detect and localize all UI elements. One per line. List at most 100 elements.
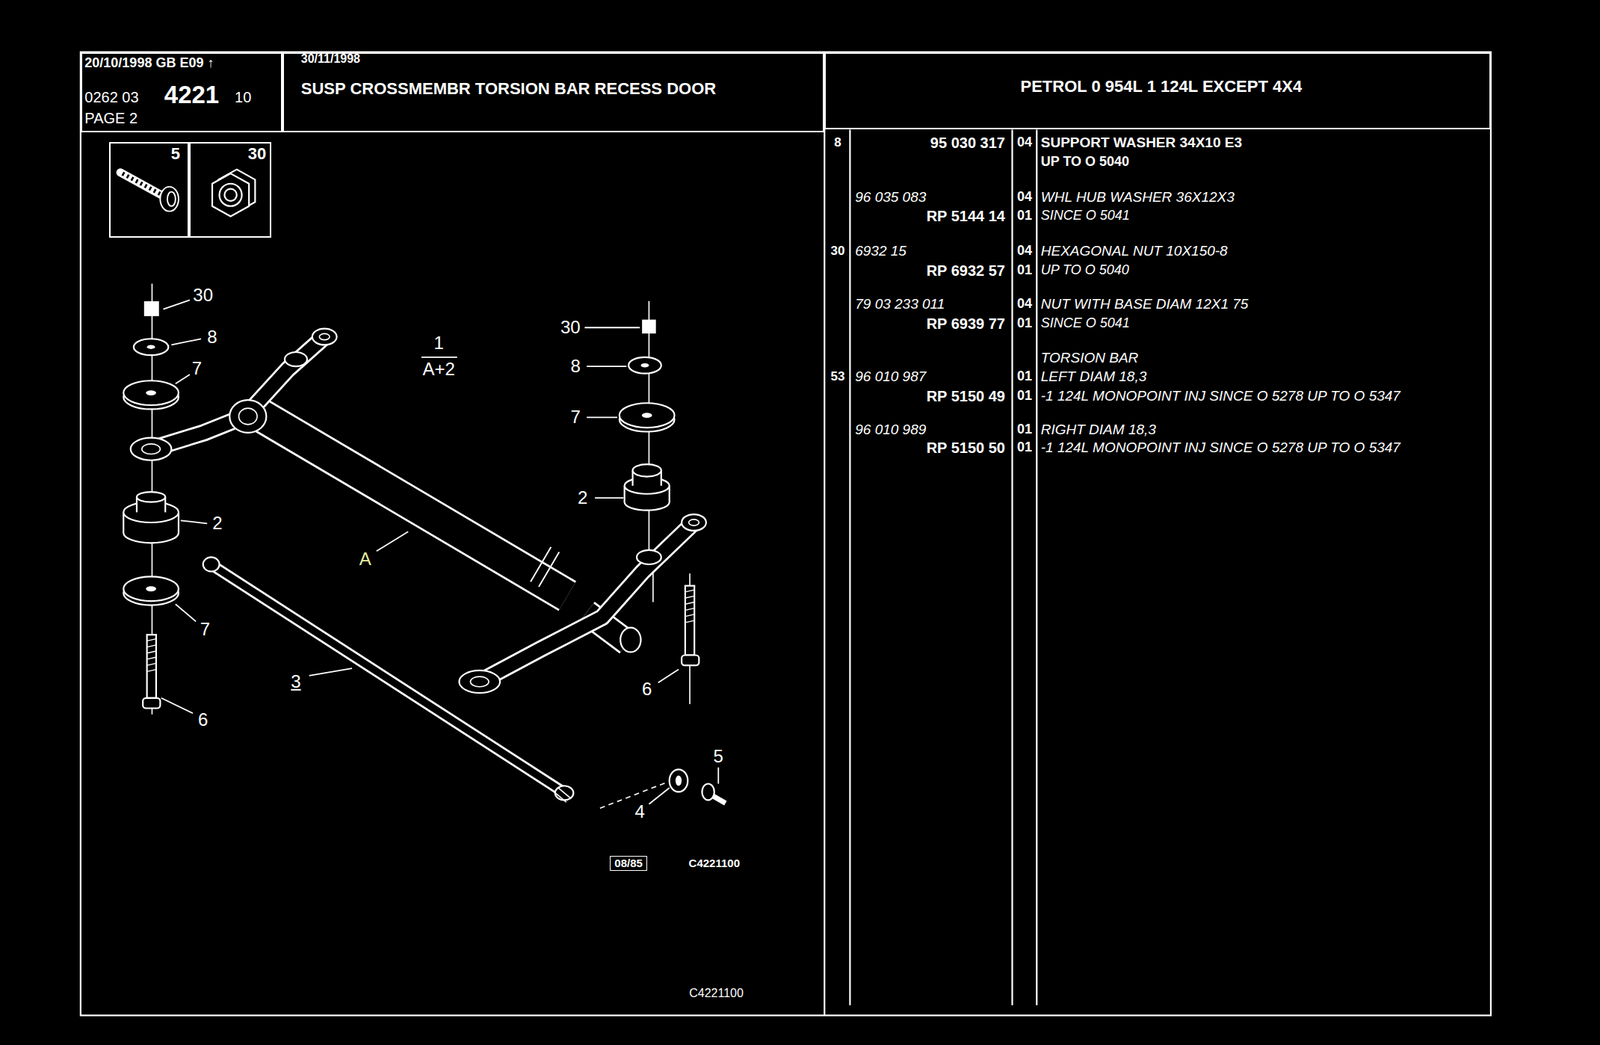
quantity: 04: [1017, 135, 1033, 151]
icon-nut: [212, 173, 249, 216]
leader-line: [586, 365, 627, 367]
callout-letter: A: [357, 549, 373, 569]
leader-line: [161, 299, 719, 804]
node-text: 30: [248, 144, 267, 163]
part-description: NUT WITH BASE DIAM 12X1 75: [1041, 295, 1249, 312]
node-text: 0262 03: [84, 88, 139, 106]
part-number: RP 5150 49: [926, 387, 1006, 405]
part-number: RP 6932 57: [926, 262, 1006, 279]
callout-number: 6: [196, 709, 210, 729]
torsion-bar: [203, 556, 574, 802]
part-number: 95 030 317: [930, 134, 1006, 151]
sheet-frame: [1011, 129, 1013, 1005]
crossmember-tube: [261, 415, 568, 597]
left-trailing-arm: [130, 437, 172, 461]
quantity: 01: [1017, 209, 1033, 225]
part-description: LEFT DIAM 18,3: [1041, 368, 1148, 385]
part-index: 30: [831, 244, 846, 259]
leader-line: [309, 668, 352, 676]
crossmember-tube: [261, 415, 568, 597]
left-mount-parts: [133, 338, 169, 355]
callout-number: 7: [190, 358, 204, 379]
torsion-bar: [209, 563, 567, 795]
leader-line: [161, 697, 193, 713]
node-text: 5: [171, 144, 181, 163]
part-number: 79 03 233 011: [854, 295, 945, 312]
left-mount-parts: [144, 301, 159, 316]
leader-line: [376, 531, 409, 551]
icon-nut: [224, 189, 237, 202]
sheet-frame: [1035, 129, 1038, 1005]
callout-number: 3: [289, 671, 302, 692]
part-description: HEXAGONAL NUT 10X150-8: [1041, 242, 1228, 259]
left-mount-parts: [145, 585, 157, 592]
right-trailing-arm: [479, 522, 695, 682]
right-mount-parts: [675, 775, 682, 787]
icon-screw: [120, 172, 162, 196]
icon-box: 30: [189, 141, 273, 238]
leader-line: [180, 520, 208, 524]
left-mount-parts: [147, 344, 156, 349]
part-note: UP TO O 5040: [1041, 263, 1130, 279]
sheet-frame: [823, 52, 826, 1016]
quantity: 01: [1017, 369, 1033, 385]
part-number: RP 5150 50: [926, 439, 1006, 456]
right-mount-parts: [628, 357, 662, 374]
left-trailing-arm: [312, 328, 338, 346]
icon-screw: [122, 173, 161, 194]
node-text: PAGE 2: [84, 109, 138, 127]
sheet-frame: [848, 129, 851, 1005]
callout-number: 4: [632, 801, 646, 821]
node-text: 10: [234, 88, 252, 106]
right-trailing-arm: [479, 522, 695, 682]
part-number: 6932 15: [854, 242, 907, 259]
leader-line: [162, 299, 190, 309]
callout-number: 1: [431, 333, 445, 353]
leader-line: [586, 416, 618, 418]
right-trailing-arm: [636, 550, 662, 565]
part-number: 96 010 987: [854, 368, 926, 385]
callout-number: 7: [198, 619, 212, 639]
right-mount-parts: [642, 320, 655, 333]
part-description: SUPPORT WASHER 34X10 E3: [1041, 135, 1243, 151]
quantity: 01: [1017, 440, 1033, 456]
callout-number: 30: [191, 284, 215, 305]
leader-line: [171, 338, 202, 345]
part-number: 96 010 989: [854, 421, 926, 438]
part-note: -1 124L MONOPOINT INJ SINCE O 5278 UP TO…: [1041, 387, 1401, 404]
node-text: 30/11/1998: [301, 52, 361, 66]
torsion-bar: [209, 563, 567, 795]
callout-number: A+2: [420, 359, 456, 379]
header-reference-cell: 20/10/1998 GB E09 ↑0262 03422110PAGE 2: [80, 52, 283, 134]
right-trailing-arm: [689, 519, 700, 526]
icon-screw: [120, 172, 179, 212]
left-trailing-arm: [284, 351, 308, 367]
axis-line: [151, 283, 690, 809]
callout-number: 5: [712, 746, 725, 766]
right-mount-parts: [685, 585, 695, 656]
header-model-cell: PETROL 0 954L 1 124L EXCEPT 4X4: [824, 52, 1491, 131]
left-trailing-arm: [141, 443, 161, 455]
right-mount-parts: [632, 464, 662, 477]
part-number: RP 6939 77: [926, 315, 1006, 332]
right-mount-parts: [619, 402, 675, 428]
drawing-code: C4221100: [689, 857, 740, 870]
date-stamp-box: 08/85: [609, 855, 648, 872]
right-trailing-arm: [620, 627, 641, 653]
callout-number: 2: [576, 487, 589, 508]
quantity: 04: [1017, 189, 1033, 205]
part-number: 96 035 083: [854, 189, 926, 205]
leader-line: [584, 326, 640, 329]
right-trailing-arm: [458, 514, 706, 693]
part-index: 8: [834, 136, 841, 151]
quantity: 01: [1017, 263, 1033, 279]
left-mount-parts: [142, 697, 160, 709]
part-note: SINCE O 5041: [1041, 316, 1130, 332]
part-description: WHL HUB WASHER 36X12X3: [1041, 189, 1235, 205]
right-trailing-arm: [681, 514, 707, 531]
part-index: 53: [831, 369, 846, 385]
left-mount-parts: [145, 390, 157, 396]
callout-number: 8: [568, 356, 582, 376]
callout-number: 30: [558, 317, 583, 338]
